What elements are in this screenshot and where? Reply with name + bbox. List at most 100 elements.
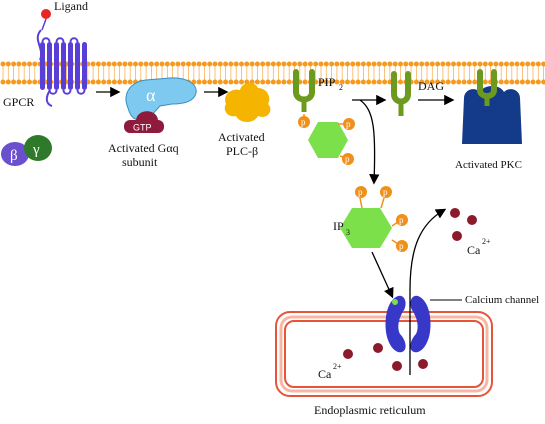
membrane-lipid-head [392, 61, 398, 67]
activated-pkc-label: Activated PKC [455, 159, 522, 171]
membrane-lipid-head [228, 61, 234, 67]
ca-ion [467, 215, 477, 225]
pip2-subscript: 2 [339, 83, 343, 92]
membrane-lipid-head [27, 61, 32, 67]
membrane-lipid-head [435, 61, 441, 67]
membrane-lipid-head [424, 61, 430, 67]
membrane-lipid-head [138, 61, 144, 67]
membrane-lipid-head [201, 79, 207, 85]
membrane-lipid-head [329, 61, 335, 67]
membrane-lipid-head [307, 61, 313, 67]
membrane-lipid-head [419, 79, 425, 85]
membrane-lipid-head [217, 79, 223, 85]
ca-ion [450, 208, 460, 218]
membrane-lipid-head [514, 61, 520, 67]
membrane-lipid-head [5, 79, 11, 85]
membrane-lipid-head [509, 61, 515, 67]
gpcr-helix [82, 42, 87, 90]
ca-ion [418, 359, 428, 369]
membrane-lipid-head [111, 79, 117, 85]
membrane-lipid-head [498, 61, 504, 67]
gpcr-helix [68, 42, 73, 90]
membrane-lipid-head [265, 79, 271, 85]
membrane-lipid-head [435, 79, 441, 85]
gpcr-receptor [36, 29, 87, 107]
ca-inside-superscript: 2+ [333, 362, 342, 371]
membrane-lipid-head [212, 79, 218, 85]
membrane-lipid-head [239, 61, 244, 67]
membrane-lipid-head [451, 79, 456, 85]
membrane-lipid-head [281, 61, 287, 67]
membrane-lipid-head [541, 61, 545, 67]
membrane-lipid-head [95, 61, 101, 67]
ip3-phosphate-2 [380, 186, 392, 198]
gtp-label: GTP [133, 123, 152, 133]
membrane-lipid-head [345, 61, 350, 67]
membrane-lipid-head [355, 79, 361, 85]
membrane-lipid-head [260, 61, 266, 67]
membrane-lipid-head [445, 79, 451, 85]
membrane-lipid-head [382, 61, 388, 67]
membrane-lipid-head [127, 61, 133, 67]
membrane-lipid-head [482, 79, 488, 85]
membrane-lipid-head [122, 61, 128, 67]
membrane-lipid-head [345, 79, 350, 85]
plc-beta-enzyme [224, 82, 271, 122]
membrane-lipid-head [223, 61, 229, 67]
ca-outside-label: Ca [467, 243, 481, 257]
ip3-label: IP [333, 219, 344, 233]
membrane-lipid-head [382, 79, 388, 85]
membrane-lipid-head [170, 61, 176, 67]
membrane-lipid-head [270, 61, 276, 67]
membrane-lipid-head [265, 61, 271, 67]
membrane-lipid-head [493, 61, 499, 67]
ca-ion [392, 361, 402, 371]
ip3-hexagon [340, 208, 392, 248]
membrane-lipid-head [154, 61, 160, 67]
gpcr-helix [47, 42, 52, 90]
ip3-phosphate-1-label: p [358, 187, 363, 197]
membrane-lipid-head [180, 61, 186, 67]
membrane-lipid-head [249, 61, 255, 67]
pip2-label: PIP [318, 75, 336, 89]
membrane-lipid-head [371, 61, 377, 67]
ip3-phosphate-4-label: p [399, 241, 404, 251]
membrane-lipid-head [519, 61, 525, 67]
membrane-lipid-head [466, 61, 472, 67]
gpcr-helix [54, 42, 59, 90]
membrane-lipid-head [217, 61, 223, 67]
membrane-lipid-head [535, 79, 541, 85]
membrane-lipid-head [281, 79, 287, 85]
calcium-channel [385, 295, 431, 353]
membrane-lipid-head [260, 79, 266, 85]
membrane-lipid-head [191, 61, 197, 67]
membrane-lipid-head [27, 79, 32, 85]
membrane-lipid-head [95, 79, 101, 85]
membrane-lipid-head [133, 61, 138, 67]
membrane-lipid-head [424, 79, 430, 85]
membrane-lipid-head [504, 79, 509, 85]
membrane-lipid-head [5, 61, 11, 67]
membrane-lipid-head [387, 61, 393, 67]
membrane-lipid-head [207, 61, 213, 67]
membrane-lipid-head [514, 79, 520, 85]
membrane-lipid-head [339, 61, 345, 67]
membrane-lipid-head [334, 79, 340, 85]
membrane-lipid-head [117, 61, 123, 67]
pip2-phosphate-3 [342, 153, 354, 165]
beta-subunit [1, 142, 29, 166]
membrane-lipid-head [212, 61, 218, 67]
membrane-lipid-head [376, 61, 382, 67]
ip3-phosphate-3 [396, 214, 408, 226]
activated-plc-label-line2: PLC-β [226, 144, 258, 158]
galpha-subunit: α GTP [124, 77, 197, 133]
membrane-lipid-head [440, 79, 446, 85]
membrane-lipid-head [302, 79, 308, 85]
membrane-lipid-head [148, 61, 154, 67]
activated-plc-label-line1: Activated [218, 130, 265, 144]
membrane-lipid-head [223, 79, 229, 85]
ca-outside-superscript: 2+ [482, 237, 491, 246]
membrane-lipid-head [440, 61, 446, 67]
dag-lipid [391, 71, 411, 116]
